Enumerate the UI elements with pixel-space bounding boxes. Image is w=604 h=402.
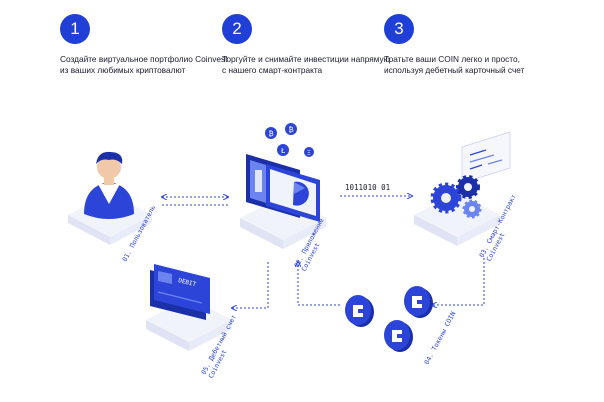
gears-icon: [430, 175, 482, 219]
platform-tokens-label: 04. Токены COIN: [423, 310, 458, 366]
svg-text:Ł: Ł: [280, 147, 285, 155]
arrow-tokens-app: [298, 262, 340, 306]
svg-text:Ξ: Ξ: [307, 150, 311, 157]
crypto-coin-icon-1: ₿: [265, 127, 277, 139]
coin-token-icon-2: [384, 320, 413, 352]
step-number-3: 3: [384, 14, 414, 44]
crypto-coin-icon-3: Ł: [277, 144, 289, 156]
crypto-coin-icon-4: Ξ: [304, 147, 314, 157]
step-text-2: Торгуйте и снимайте инвестиции напрямую …: [222, 54, 390, 75]
step-3: 3 Тратьте ваши COIN легко и просто, испо…: [384, 14, 554, 75]
svg-text:04. Токены COIN: 04. Токены COIN: [423, 310, 458, 366]
binary-label: 1011010 01: [345, 183, 390, 192]
debit-card-icon: DEBIT: [150, 264, 210, 320]
code-panel-icon: [461, 131, 511, 184]
user-avatar-icon: [84, 151, 134, 219]
svg-text:₿: ₿: [269, 130, 274, 138]
arrow-contract-tokens: [432, 258, 485, 305]
step-text-3: Тратьте ваши COIN легко и просто, исполь…: [384, 54, 525, 75]
arrow-app-debit: [232, 262, 269, 308]
crypto-coin-icon-2: ₿: [285, 123, 297, 135]
step-text-1: Создайте виртуальное портфолио Coinvest …: [60, 54, 228, 75]
step-number-2: 2: [222, 14, 252, 44]
step-number-1: 1: [60, 14, 90, 44]
coin-token-icon-3: [404, 286, 433, 318]
step-2: 2 Торгуйте и снимайте инвестиции напряму…: [222, 14, 392, 75]
step-1: 1 Создайте виртуальное портфолио Coinves…: [60, 14, 230, 75]
svg-text:₿: ₿: [289, 126, 294, 134]
card-label: DEBIT: [178, 277, 198, 288]
coin-token-icon-1: [345, 295, 374, 327]
dashboard-screen-icon: [246, 154, 320, 222]
